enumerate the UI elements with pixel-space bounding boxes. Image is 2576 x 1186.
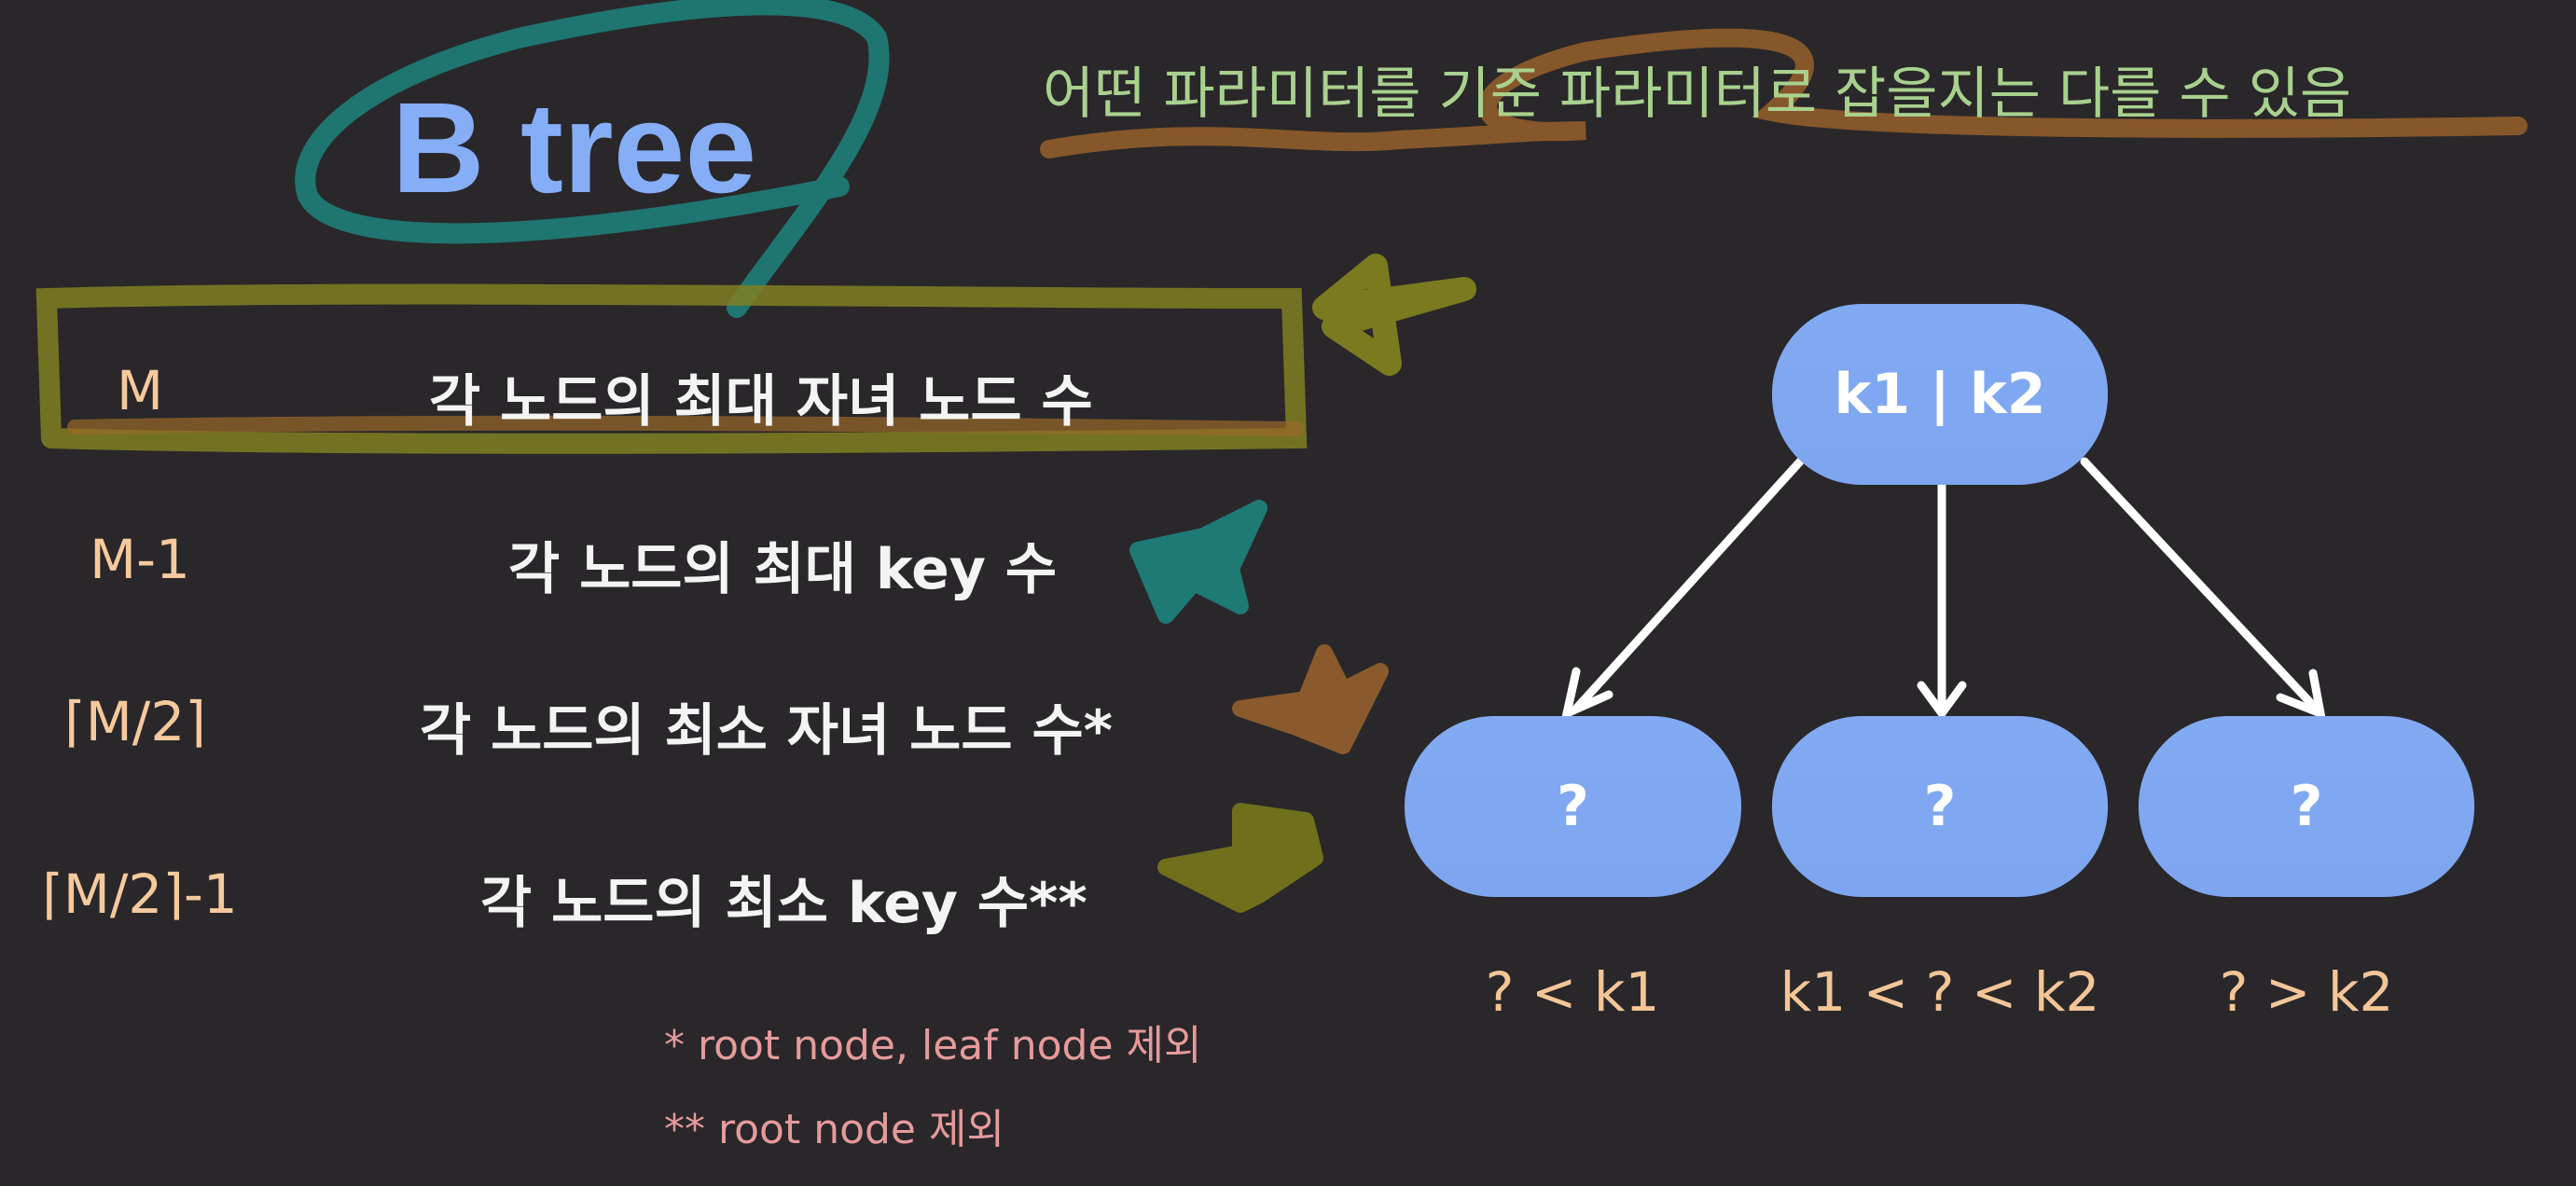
orange-underline-row1 [67, 415, 1304, 436]
teal-circle-annotation [295, 0, 890, 318]
star-icon [1312, 254, 1476, 376]
child-node-left: ? [1405, 716, 1741, 897]
page-title: B tree [392, 76, 757, 220]
orange-underline-subtitle [1040, 28, 2528, 159]
row-description: 각 노드의 최대 자녀 노드 수 [429, 369, 1093, 434]
star-icon [1232, 644, 1389, 754]
subtitle-note: 어떤 파라미터를 기준 파라미터로 잡을지는 다를 수 있음 [1043, 62, 2352, 127]
row-description: 각 노드의 최소 자녀 노드 수* [420, 698, 1114, 764]
star-icon [1157, 803, 1323, 913]
condition-middle: k1 < ? < k2 [1780, 960, 2100, 1024]
tree-edges [1560, 457, 2326, 721]
edge-left [1572, 457, 1805, 713]
row-symbol: M-1 [90, 528, 190, 591]
footnote: * root node, leaf node 제외 [664, 1022, 1202, 1069]
row-symbol: ⌈M/2⌉-1 [42, 862, 238, 926]
root-node: k1 | k2 [1772, 304, 2108, 485]
condition-left: ? < k1 [1485, 960, 1660, 1024]
row-description: 각 노드의 최대 key 수 [508, 537, 1058, 602]
row-symbol: M [116, 359, 164, 422]
arrow-head-icon [1560, 667, 1613, 721]
star-icon [1129, 500, 1267, 624]
olive-box-annotation [35, 283, 1308, 454]
child-node-middle: ? [1772, 716, 2108, 897]
child-node-right: ? [2139, 716, 2474, 897]
row-symbol: ⌈M/2⌉ [64, 690, 206, 753]
arrow-head-icon [2276, 669, 2326, 721]
arrow-head-icon [1917, 681, 1967, 721]
row-description: 각 노드의 최소 key 수** [480, 871, 1087, 936]
condition-right: ? > k2 [2219, 960, 2394, 1024]
edge-right [2080, 457, 2322, 715]
footnote: ** root node 제외 [664, 1106, 1004, 1153]
